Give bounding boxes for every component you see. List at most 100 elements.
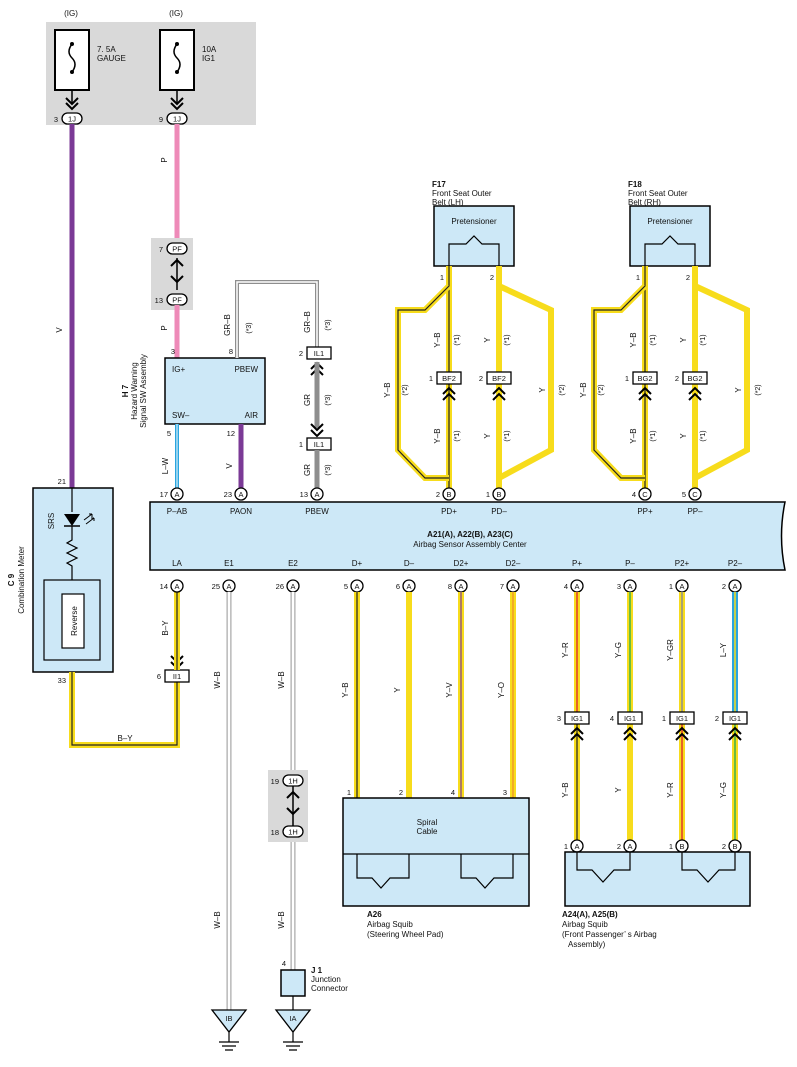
connector-arrow-icon bbox=[638, 386, 652, 401]
connector-arrow-icon bbox=[675, 726, 689, 741]
pin-number: 3 bbox=[557, 714, 561, 723]
svg-text:PBEW: PBEW bbox=[234, 365, 258, 374]
svg-text:Y–B: Y–B bbox=[433, 428, 442, 443]
airbag-center-code: A21(A), A22(B), A23(C) bbox=[427, 530, 513, 539]
svg-text:5: 5 bbox=[167, 429, 171, 438]
svg-text:AIR: AIR bbox=[245, 411, 259, 420]
svg-text:Airbag Squib: Airbag Squib bbox=[562, 920, 608, 929]
svg-text:Front Seat Outer: Front Seat Outer bbox=[628, 189, 688, 198]
connector-1h-bottom bbox=[282, 825, 304, 838]
connector-label: IG1 bbox=[729, 714, 741, 723]
squib-symbol-icon bbox=[356, 854, 410, 889]
svg-text:9: 9 bbox=[159, 115, 163, 124]
pin-label: PBEW bbox=[305, 507, 329, 516]
svg-text:(*1): (*1) bbox=[700, 334, 707, 345]
svg-text:(*2): (*2) bbox=[598, 384, 605, 395]
fuse-gauge-name: GAUGE bbox=[97, 54, 126, 63]
pin-number: 2 bbox=[436, 490, 440, 499]
svg-text:1J: 1J bbox=[68, 115, 76, 124]
spiral-cable-box bbox=[342, 797, 530, 907]
pin-number: 26 bbox=[276, 582, 284, 591]
svg-text:7: 7 bbox=[159, 245, 163, 254]
spiral-wires bbox=[354, 592, 516, 798]
svg-text:BG2: BG2 bbox=[637, 374, 652, 383]
fuse-ig1-source: (IG) bbox=[169, 9, 183, 18]
fuse-gauge-rating: 7. 5A bbox=[97, 45, 116, 54]
pin-number: 3 bbox=[617, 582, 621, 591]
connector-label: IG1 bbox=[571, 714, 583, 723]
connector-arrow-icon bbox=[442, 386, 456, 401]
passenger-airbag-box bbox=[564, 851, 751, 907]
svg-text:(Steering Wheel Pad): (Steering Wheel Pad) bbox=[367, 930, 444, 939]
svg-text:Y: Y bbox=[679, 337, 688, 343]
svg-text:(*3): (*3) bbox=[325, 464, 332, 475]
connector-bf2-2 bbox=[486, 371, 512, 385]
svg-text:1H: 1H bbox=[288, 777, 298, 786]
svg-text:W–B: W–B bbox=[213, 671, 222, 688]
svg-text:V: V bbox=[225, 463, 234, 469]
svg-text:II1: II1 bbox=[173, 672, 181, 681]
airbag-sensor-box bbox=[149, 501, 786, 571]
pin-connector bbox=[170, 487, 184, 501]
svg-text:Y–GR: Y–GR bbox=[666, 639, 675, 661]
spiral-code: A26 bbox=[367, 910, 382, 919]
svg-text:(Front Passenger’ s Airbag: (Front Passenger’ s Airbag bbox=[562, 930, 657, 939]
pin-label: D– bbox=[404, 559, 415, 568]
svg-text:BF2: BF2 bbox=[492, 374, 506, 383]
squib-symbol-icon bbox=[460, 854, 514, 889]
svg-text:Belt (LH): Belt (LH) bbox=[432, 198, 464, 207]
svg-text:SW–: SW– bbox=[172, 411, 190, 420]
svg-text:PF: PF bbox=[172, 296, 182, 305]
svg-text:2: 2 bbox=[686, 273, 690, 282]
svg-text:(*2): (*2) bbox=[559, 384, 566, 395]
pin-conn-letter: A bbox=[458, 582, 463, 591]
svg-text:BF2: BF2 bbox=[442, 374, 456, 383]
pin-conn-letter: A bbox=[627, 582, 632, 591]
fuse-symbol-icon bbox=[173, 43, 181, 73]
pin-conn-letter: B bbox=[446, 490, 451, 499]
pin-number: 1 bbox=[669, 582, 673, 591]
svg-text:Belt (RH): Belt (RH) bbox=[628, 198, 661, 207]
svg-text:W–B: W–B bbox=[213, 911, 222, 928]
svg-text:L–Y: L–Y bbox=[719, 642, 728, 657]
svg-text:Y: Y bbox=[393, 687, 402, 693]
svg-text:21: 21 bbox=[58, 477, 66, 486]
svg-text:Y–O: Y–O bbox=[497, 682, 506, 698]
connector-bf2-1 bbox=[436, 371, 462, 385]
pin-number: 4 bbox=[632, 490, 636, 499]
svg-text:GR: GR bbox=[303, 394, 312, 406]
connector-ig1 bbox=[617, 711, 643, 725]
airbag-center-name: Airbag Sensor Assembly Center bbox=[413, 540, 527, 549]
svg-text:IA: IA bbox=[289, 1014, 296, 1023]
fuse-ig1-name: IG1 bbox=[202, 54, 215, 63]
svg-text:GR: GR bbox=[303, 464, 312, 476]
svg-text:Y–B: Y–B bbox=[433, 332, 442, 347]
pin-label: D2– bbox=[506, 559, 521, 568]
junction-connector-box bbox=[280, 969, 306, 997]
pin-label: PD– bbox=[491, 507, 507, 516]
svg-text:1: 1 bbox=[440, 273, 444, 282]
hazard-switch-box bbox=[164, 357, 266, 425]
pin-number: 1 bbox=[669, 842, 673, 851]
led-icon bbox=[64, 514, 80, 526]
pin-label: PP– bbox=[687, 507, 703, 516]
svg-text:Y: Y bbox=[483, 433, 492, 439]
svg-text:Pretensioner: Pretensioner bbox=[647, 217, 693, 226]
pin-conn-letter: A bbox=[732, 582, 737, 591]
svg-text:P: P bbox=[160, 157, 169, 162]
svg-text:4: 4 bbox=[451, 788, 455, 797]
svg-text:Y–V: Y–V bbox=[445, 682, 454, 698]
connector-pf-top bbox=[166, 242, 188, 255]
svg-text:Y–B: Y–B bbox=[629, 428, 638, 443]
svg-text:Y–B: Y–B bbox=[579, 382, 588, 397]
svg-text:2: 2 bbox=[299, 349, 303, 358]
pin-conn-letter: A bbox=[574, 842, 579, 851]
connector-arrow-icon bbox=[65, 97, 79, 111]
svg-text:(*1): (*1) bbox=[504, 334, 511, 345]
pin-conn-letter: B bbox=[679, 842, 684, 851]
connector-il1-top bbox=[306, 346, 332, 360]
svg-text:Y: Y bbox=[679, 433, 688, 439]
reverse-box bbox=[61, 593, 85, 649]
seat-rh-code: F18 bbox=[628, 180, 642, 189]
